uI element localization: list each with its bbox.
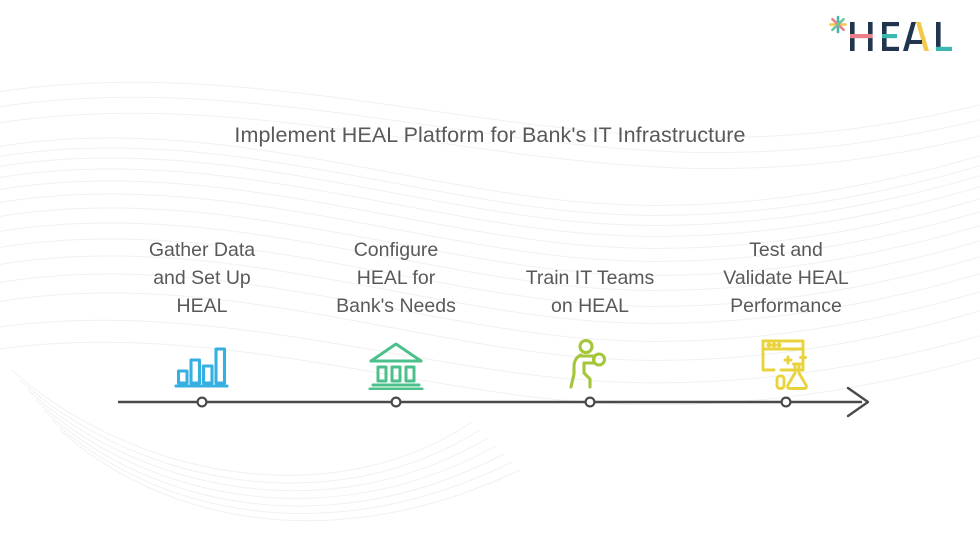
milestone-2-label: Configure HEAL for Bank's Needs	[336, 239, 456, 317]
logo-letter-a	[903, 22, 929, 51]
logo-letter-l	[936, 22, 952, 51]
heal-logo	[828, 14, 964, 60]
timeline-milestone-4[interactable]: Test and Validate HEAL Performance	[686, 236, 886, 390]
timeline-marker-1[interactable]	[196, 396, 208, 408]
page-title: Implement HEAL Platform for Bank's IT In…	[234, 123, 746, 147]
milestone-1-icon	[102, 328, 302, 390]
timeline-marker-2[interactable]	[390, 396, 402, 408]
milestone-3-label: Train IT Teams on HEAL	[525, 267, 655, 317]
timeline-milestone-1[interactable]: Gather Data and Set Up HEAL	[102, 236, 302, 390]
milestone-4-label: Test and Validate HEAL Performance	[723, 239, 849, 317]
asterisk-spark-icon	[829, 15, 847, 34]
milestone-1-label: Gather Data and Set Up HEAL	[148, 239, 256, 317]
milestone-3-icon	[490, 328, 690, 390]
timeline-milestone-3[interactable]: Train IT Teams on HEAL	[490, 264, 690, 390]
arrow-right-icon	[846, 386, 870, 418]
browser-flask-test-icon	[761, 339, 808, 390]
bank-building-icon	[368, 342, 424, 390]
timeline-milestone-2[interactable]: Configure HEAL for Bank's Needs	[296, 236, 496, 390]
milestone-2-icon	[296, 328, 496, 390]
bar-chart-icon	[174, 347, 229, 388]
milestone-4-icon	[686, 328, 886, 390]
running-person-icon	[569, 338, 607, 389]
timeline-marker-4[interactable]	[780, 396, 792, 408]
heal-logo-mark-and-wordmark	[829, 15, 952, 51]
timeline-marker-3[interactable]	[584, 396, 596, 408]
timeline-axis	[118, 386, 870, 418]
logo-letter-h	[850, 22, 873, 51]
logo-letter-e	[882, 22, 899, 51]
